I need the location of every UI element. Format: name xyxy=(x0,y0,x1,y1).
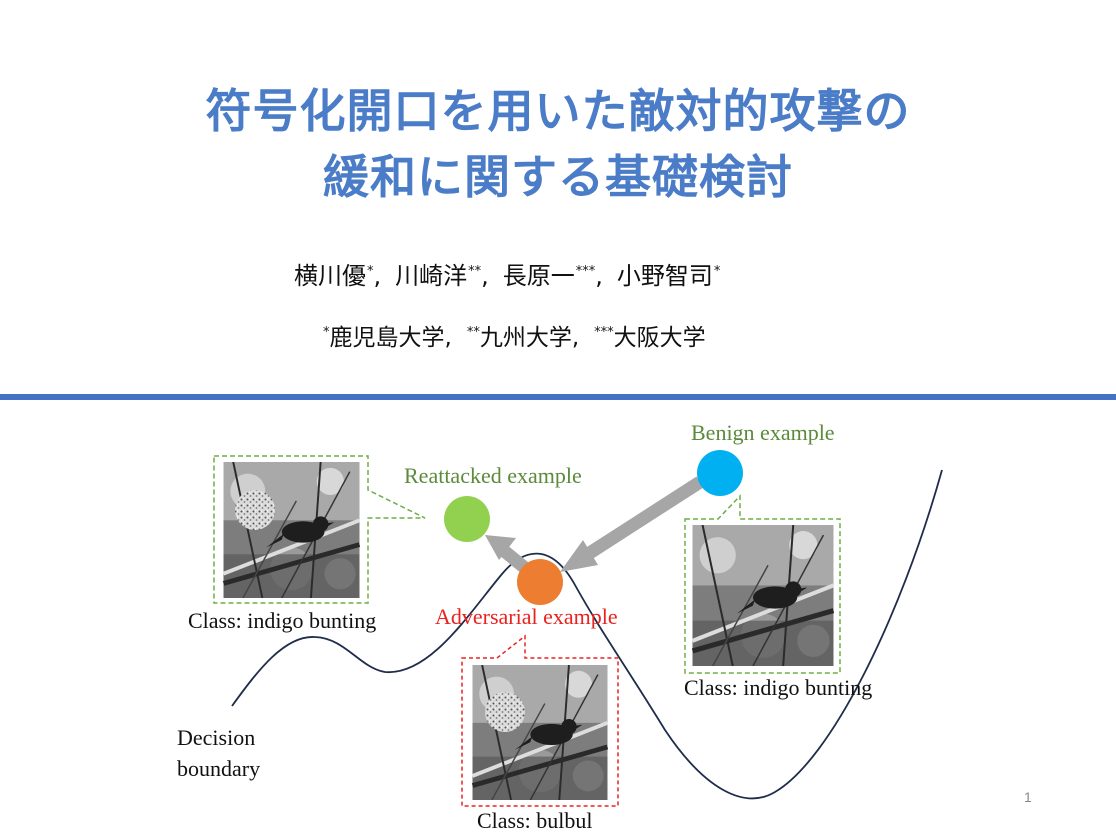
affiliation-1: *鹿児島大学, xyxy=(323,325,452,351)
decision-boundary-curve xyxy=(231,469,943,800)
reattack-arrow xyxy=(498,544,530,574)
divider-bar xyxy=(0,394,1116,400)
benign-callout xyxy=(684,494,841,674)
benign-label: Benign example xyxy=(691,420,835,445)
adversarial-callout xyxy=(461,634,619,807)
attack-arrow xyxy=(581,476,704,562)
reattacked-noise-patch xyxy=(235,490,275,530)
class-label-reattacked: Class: indigo bunting xyxy=(188,608,377,633)
reattacked-label: Reattacked example xyxy=(404,463,582,488)
title-line-1: 符号化開口を用いた敵対的攻撃の xyxy=(205,84,911,138)
diagram-svg xyxy=(213,450,943,807)
adversarial-label: Adversarial example xyxy=(435,604,618,629)
author-4: 小野智司* xyxy=(616,262,721,290)
reattacked-image xyxy=(224,462,360,598)
benign-image xyxy=(693,525,834,666)
reattacked-point xyxy=(444,496,490,542)
decision-boundary-label: Decision boundary xyxy=(177,725,261,781)
author-2: 川崎洋**, xyxy=(395,262,489,290)
affiliation-list: *鹿児島大学, **九州大学, ***大阪大学 xyxy=(322,318,706,352)
class-label-adversarial: Class: bulbul xyxy=(477,808,593,833)
adversarial-noise-patch xyxy=(485,692,525,732)
adversarial-diagram: Benign example Reattacked example Advers… xyxy=(0,400,1116,833)
class-label-benign: Class: indigo bunting xyxy=(684,675,873,700)
attack-arrow-head xyxy=(560,540,598,572)
slide-title: 符号化開口を用いた敵対的攻撃の 緩和に関する基礎検討 xyxy=(0,78,1116,210)
page-number: 1 xyxy=(1024,789,1032,805)
affiliation-2: **九州大学, xyxy=(466,325,580,351)
author-1: 横川優*, xyxy=(294,262,382,290)
title-line-2: 緩和に関する基礎検討 xyxy=(323,150,793,204)
adversarial-point xyxy=(517,559,563,605)
benign-point xyxy=(697,450,743,496)
affiliation-3: ***大阪大学 xyxy=(594,325,706,351)
author-3: 長原一***, xyxy=(502,262,603,290)
reattacked-callout xyxy=(213,455,426,604)
reattack-arrow-head xyxy=(485,535,516,560)
author-list: 横川優*, 川崎洋**, 長原一***, 小野智司* xyxy=(294,256,720,291)
adversarial-image xyxy=(473,665,608,800)
